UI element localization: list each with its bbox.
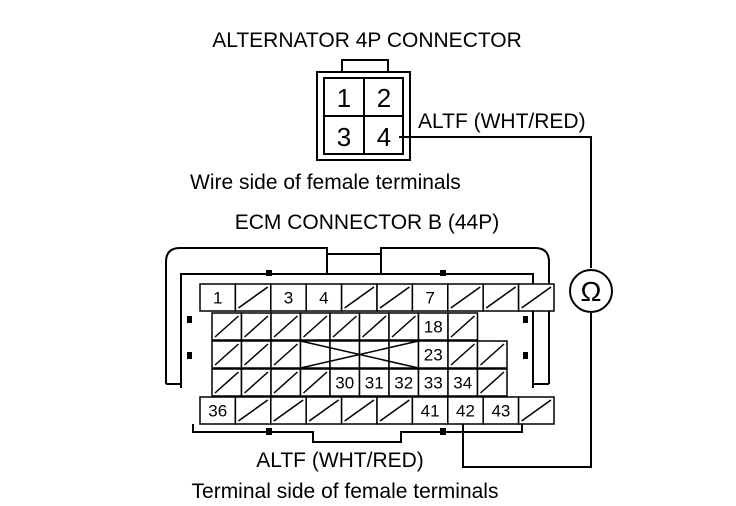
ecm-connector-title: ECM CONNECTOR B (44P) [235, 211, 499, 234]
ecm-terminal-number: 31 [365, 374, 384, 393]
ecm-terminal-number: 4 [319, 289, 328, 308]
unused-terminal-slash [273, 399, 304, 422]
alternator-wire-label: ALTF (WHT/RED) [418, 110, 586, 133]
unused-terminal-slash [273, 371, 298, 394]
ecm-terminal-number: 41 [421, 402, 440, 421]
unused-terminal-slash [521, 286, 552, 309]
ecm-view-note: Terminal side of female terminals [192, 480, 499, 503]
unused-terminal-slash [450, 343, 475, 366]
unused-terminal-slash [521, 399, 552, 422]
unused-terminal-slash [480, 343, 505, 366]
ecm-terminal-cell [329, 340, 361, 369]
unused-terminal-slash [391, 315, 416, 338]
unused-terminal-slash [450, 315, 475, 338]
unused-terminal-slash [480, 371, 505, 394]
ecm-terminal-cell [411, 396, 449, 425]
unused-terminal-slash [332, 315, 357, 338]
ecm-terminal-cell [417, 368, 449, 397]
ecm-key-tabs [187, 270, 528, 435]
unused-terminal-slash [485, 286, 517, 309]
ecm-terminal-number: 30 [335, 374, 354, 393]
ecm-terminal-number: 43 [491, 402, 510, 421]
unused-terminal-slash [244, 343, 269, 366]
ohmmeter-icon: Ω [569, 269, 613, 313]
unused-terminal-slash [379, 286, 410, 309]
ecm-terminal-number: 1 [213, 289, 222, 308]
ecm-terminal-number: 18 [424, 318, 443, 337]
ecm-terminal-cell [411, 283, 449, 312]
alternator-connector [316, 59, 411, 161]
unused-terminal-slash [273, 315, 298, 338]
unused-terminal-slash [244, 315, 269, 338]
ecm-connector-housing [165, 247, 550, 443]
unused-terminal-slash [214, 343, 239, 366]
unused-terminal-slash [237, 399, 269, 422]
unused-terminal-slash [273, 343, 298, 366]
ecm-terminal-number: 23 [424, 346, 443, 365]
unused-terminal-slash [214, 315, 239, 338]
unused-terminal-slash [244, 371, 269, 394]
unused-terminal-slash [450, 286, 481, 309]
ecm-terminal-number: 42 [456, 402, 475, 421]
ecm-terminal-number: 7 [425, 289, 434, 308]
alternator-pin-4: 4 [377, 122, 391, 152]
ecm-terminal-cell [358, 340, 390, 369]
alternator-pin-3: 3 [337, 122, 351, 152]
unused-terminal-slash [379, 399, 410, 422]
ecm-terminal-number: 36 [208, 402, 227, 421]
ecm-terminal-number: 3 [284, 289, 293, 308]
unused-terminal-slash [362, 315, 387, 338]
alternator-pin-2: 2 [377, 83, 391, 113]
ecm-terminal-number: 33 [424, 374, 443, 393]
ecm-terminal-cell [305, 283, 343, 312]
test-wiring [399, 136, 592, 468]
unused-terminal-slash [214, 371, 239, 394]
unused-terminal-slash [344, 399, 375, 422]
ecm-terminal-cell [299, 340, 331, 369]
ohm-symbol: Ω [581, 276, 602, 307]
ecm-terminal-number: 34 [453, 374, 472, 393]
ecm-terminal-cell [388, 340, 420, 369]
alternator-pin-1: 1 [337, 83, 351, 113]
ecm-terminal-cell [199, 396, 237, 425]
unused-terminal-slash [303, 315, 328, 338]
alternator-connector-title: ALTERNATOR 4P CONNECTOR [212, 29, 522, 52]
ecm-terminal-cell [388, 368, 420, 397]
unused-terminal-slash [308, 399, 340, 422]
ecm-terminal-number: 32 [394, 374, 413, 393]
alternator-view-note: Wire side of female terminals [190, 171, 461, 194]
unused-terminal-slash [344, 286, 375, 309]
ecm-wire-label: ALTF (WHT/RED) [256, 449, 424, 472]
unused-terminal-slash [237, 286, 269, 309]
ecm-terminal-cell [447, 396, 484, 425]
blocked-cavity-cross [300, 340, 419, 369]
unused-terminal-slash [303, 371, 328, 394]
